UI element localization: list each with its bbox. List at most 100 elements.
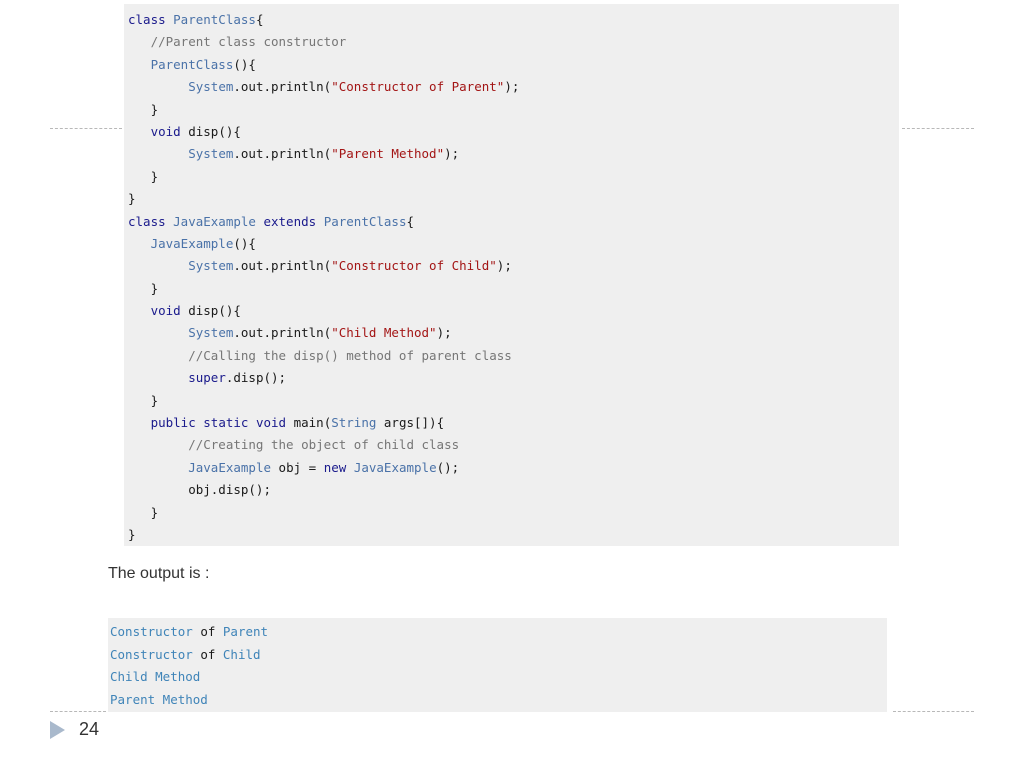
divider-top-right bbox=[902, 128, 974, 129]
code-line-token: (){ bbox=[233, 235, 256, 251]
code-line-token bbox=[128, 57, 151, 72]
code-line-token: obj = bbox=[271, 459, 324, 475]
code-line: //Creating the object of child class bbox=[128, 434, 899, 456]
output-line: Constructor of Child bbox=[110, 644, 887, 667]
code-line-token: } bbox=[128, 101, 159, 117]
code-line-token: obj.disp(); bbox=[128, 482, 271, 498]
code-line: //Parent class constructor bbox=[128, 31, 899, 53]
output-line-token: of bbox=[192, 624, 223, 639]
code-line-token bbox=[128, 124, 151, 139]
code-line-token: ); bbox=[504, 79, 520, 95]
code-line-token bbox=[128, 460, 188, 475]
code-line-token: main( bbox=[286, 415, 332, 431]
code-line-token: extends bbox=[255, 213, 324, 229]
code-line-token bbox=[128, 370, 188, 385]
code-line-token: "Constructor of Parent" bbox=[331, 79, 505, 95]
code-line-token: //Creating the object of child class bbox=[128, 437, 460, 453]
code-line-token: args[]){ bbox=[376, 415, 445, 431]
output-line-token: Child Method bbox=[110, 669, 201, 684]
code-line-token bbox=[128, 325, 188, 340]
code-line-token: } bbox=[128, 191, 136, 207]
output-line-token: Child bbox=[222, 646, 261, 662]
code-line: obj.disp(); bbox=[128, 479, 899, 501]
code-line-token: (){ bbox=[233, 56, 256, 72]
code-line: } bbox=[128, 524, 899, 546]
code-line-token: "Child Method" bbox=[331, 325, 437, 341]
output-line-token: Parent Method bbox=[110, 691, 208, 707]
code-line: super.disp(); bbox=[128, 367, 899, 389]
output-line: Parent Method bbox=[110, 689, 887, 712]
output-line-token: of bbox=[192, 646, 223, 662]
code-line-token: "Constructor of Child" bbox=[331, 258, 497, 274]
output-line-token: Parent bbox=[222, 624, 269, 639]
code-line: } bbox=[128, 166, 899, 188]
code-line: System.out.println("Constructor of Child… bbox=[128, 255, 899, 277]
code-line-token: .out.println( bbox=[233, 325, 332, 341]
code-line-token bbox=[128, 415, 151, 430]
code-line-token: .disp(); bbox=[225, 370, 287, 386]
code-line-token: { bbox=[406, 213, 415, 229]
code-line-token: ParentClass bbox=[150, 56, 234, 72]
code-line: } bbox=[128, 390, 899, 412]
code-line: void disp(){ bbox=[128, 300, 899, 322]
code-line-token: disp(){ bbox=[180, 303, 241, 319]
code-line-token: (); bbox=[436, 459, 460, 475]
output-line: Constructor of Parent bbox=[110, 621, 887, 644]
output-line: Child Method bbox=[110, 666, 887, 689]
divider-top-left bbox=[50, 128, 122, 129]
code-line-token: System bbox=[188, 79, 234, 95]
code-block: class ParentClass{ //Parent class constr… bbox=[124, 4, 899, 546]
code-line: JavaExample obj = new JavaExample(); bbox=[128, 457, 899, 479]
code-line-token: new bbox=[323, 459, 347, 475]
code-line-token: class bbox=[128, 12, 174, 27]
code-line-token: static bbox=[203, 415, 249, 431]
code-line-token: void bbox=[150, 123, 181, 139]
code-line: public static void main(String args[]){ bbox=[128, 412, 899, 434]
code-line-token: class bbox=[128, 213, 174, 229]
code-line-token: ); bbox=[436, 325, 452, 341]
code-line-token: ParentClass bbox=[323, 213, 407, 229]
code-line: //Calling the disp() method of parent cl… bbox=[128, 345, 899, 367]
code-line: System.out.println("Parent Method"); bbox=[128, 143, 899, 165]
code-line-token: JavaExample bbox=[353, 459, 437, 475]
code-line-token: super bbox=[188, 370, 226, 386]
code-line-token: //Parent class constructor bbox=[128, 34, 347, 50]
code-line: JavaExample(){ bbox=[128, 233, 899, 255]
output-line-token: Constructor bbox=[110, 624, 193, 639]
code-line-token: System bbox=[188, 258, 234, 274]
code-line-token: JavaExample bbox=[188, 459, 272, 475]
code-line-token bbox=[248, 415, 256, 430]
code-line-token bbox=[128, 79, 188, 94]
code-line-token: ParentClass bbox=[173, 12, 256, 27]
code-line-token bbox=[128, 236, 151, 251]
code-line-token: .out.println( bbox=[233, 79, 332, 95]
code-line-token: } bbox=[128, 526, 136, 542]
code-line: } bbox=[128, 502, 899, 524]
code-line-token bbox=[128, 146, 188, 161]
code-line-token: void bbox=[150, 303, 181, 319]
divider-bottom-left bbox=[50, 711, 106, 712]
code-line-token: } bbox=[128, 392, 159, 408]
code-line-token: } bbox=[128, 168, 159, 184]
code-line-token bbox=[128, 258, 188, 273]
triangle-right-icon bbox=[50, 721, 65, 739]
code-line: System.out.println("Child Method"); bbox=[128, 322, 899, 344]
divider-bottom-right bbox=[893, 711, 974, 712]
code-line: class ParentClass{ bbox=[128, 9, 899, 31]
code-line-token: String bbox=[331, 415, 377, 431]
code-line-token: ); bbox=[444, 146, 460, 162]
code-line-token: System bbox=[188, 146, 234, 162]
code-line-token: public bbox=[150, 415, 196, 431]
code-line-token: "Parent Method" bbox=[331, 146, 445, 162]
page-number: 24 bbox=[79, 719, 100, 739]
code-line: ParentClass(){ bbox=[128, 54, 899, 76]
code-line-token: } bbox=[128, 504, 159, 520]
code-line-token: JavaExample bbox=[173, 213, 256, 229]
code-line-token: //Calling the disp() method of parent cl… bbox=[128, 347, 512, 363]
code-line: } bbox=[128, 188, 899, 210]
code-line-token: { bbox=[255, 12, 264, 27]
code-line: class JavaExample extends ParentClass{ bbox=[128, 211, 899, 233]
code-line-token: disp(){ bbox=[180, 123, 241, 139]
